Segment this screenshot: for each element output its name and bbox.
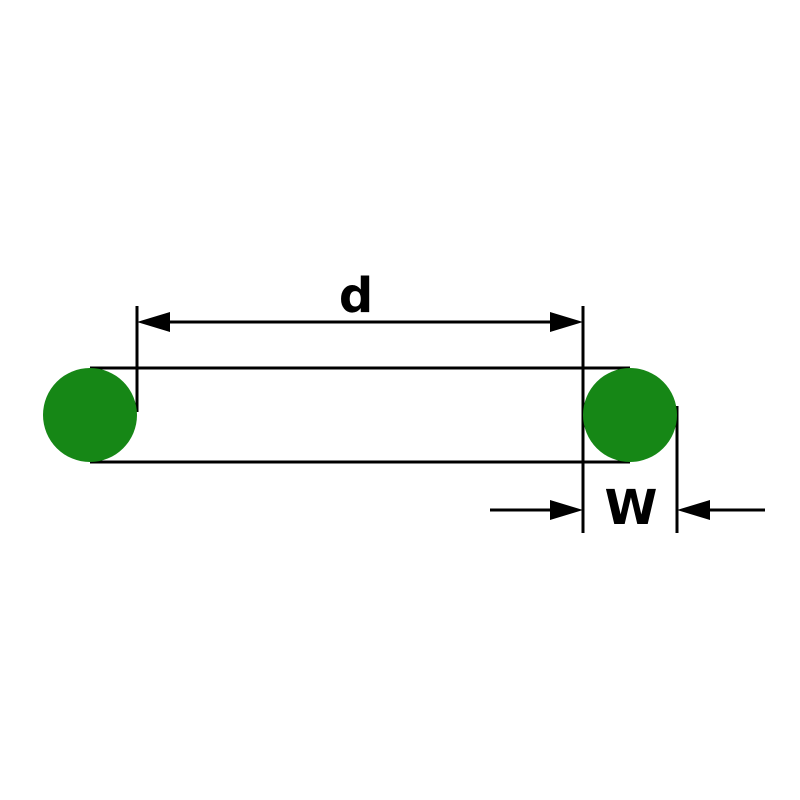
dimension-w-arrowhead-left xyxy=(550,500,583,520)
dimension-w-arrowhead-right xyxy=(677,500,710,520)
dimension-d-arrowhead-right xyxy=(550,312,583,332)
oring-cross-section-right xyxy=(583,368,677,462)
dimension-d-arrowhead-left xyxy=(137,312,170,332)
dimension-d-label: d xyxy=(339,268,373,324)
oring-cross-section-left xyxy=(43,368,137,462)
dimension-w-label: W xyxy=(605,480,658,536)
